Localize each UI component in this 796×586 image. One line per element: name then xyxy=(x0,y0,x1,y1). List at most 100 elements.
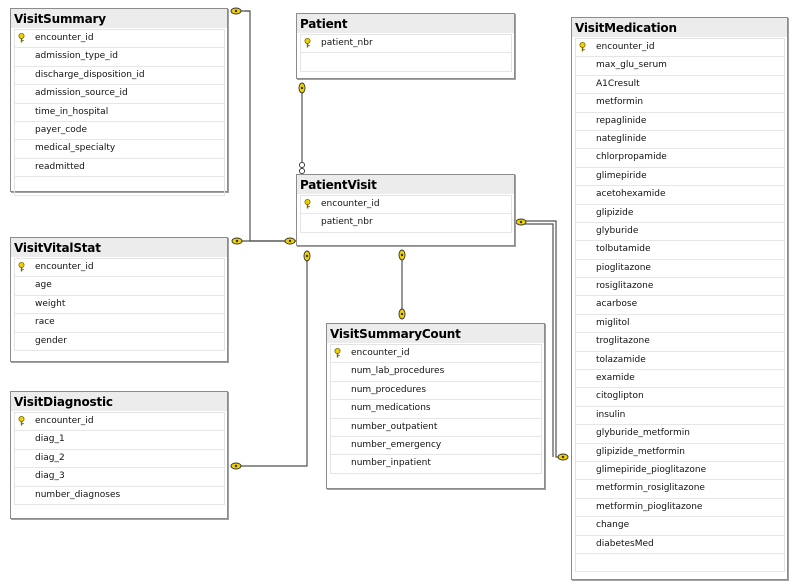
column-row[interactable]: repaglinide xyxy=(576,113,784,131)
column-row[interactable]: max_glu_serum xyxy=(576,57,784,76)
column-row[interactable]: admission_source_id xyxy=(15,85,224,104)
column-name: weight xyxy=(35,298,66,309)
column-row[interactable]: metformin xyxy=(576,94,784,113)
column-row[interactable]: diag_2 xyxy=(15,450,224,469)
column-row[interactable]: glipizide xyxy=(576,205,784,223)
column-row[interactable]: diabetesMed xyxy=(576,536,784,554)
table-visit-medication[interactable]: VisitMedication encounter_id max_glu_serum… xyxy=(571,17,788,580)
primary-key-row[interactable]: encounter_id xyxy=(576,39,784,58)
column-name: readmitted xyxy=(35,161,85,172)
table-title[interactable]: VisitSummary xyxy=(11,9,227,28)
column-name: glimepiride_pioglitazone xyxy=(596,464,707,475)
column-row[interactable]: glimepiride xyxy=(576,168,784,187)
column-row[interactable]: insulin xyxy=(576,407,784,426)
column-row[interactable]: glyburide_metformin xyxy=(576,425,784,444)
primary-key-row[interactable]: encounter_id xyxy=(15,30,224,49)
column-name: encounter_id xyxy=(35,416,94,426)
column-row[interactable]: tolazamide xyxy=(576,352,784,371)
column-row[interactable]: medical_specialty xyxy=(15,140,224,159)
column-name: glipizide xyxy=(596,207,634,218)
column-row[interactable]: weight xyxy=(15,296,224,315)
column-name: diag_2 xyxy=(35,452,65,463)
column-row[interactable]: metformin_rosiglitazone xyxy=(576,480,784,499)
column-row[interactable]: number_inpatient xyxy=(331,455,541,474)
table-title[interactable]: VisitSummaryCount xyxy=(327,324,544,343)
column-row[interactable]: gender xyxy=(15,333,224,351)
column-row[interactable]: number_diagnoses xyxy=(15,487,224,505)
primary-key-row[interactable]: encounter_id xyxy=(15,413,224,432)
table-title[interactable]: PatientVisit xyxy=(297,175,514,194)
primary-key-row[interactable]: encounter_id xyxy=(301,196,511,215)
column-name: num_medications xyxy=(351,403,431,414)
column-name: acarbose xyxy=(596,299,638,310)
column-row[interactable]: glimepiride_pioglitazone xyxy=(576,462,784,481)
primary-key-row[interactable]: encounter_id xyxy=(15,259,224,278)
column-row[interactable]: age xyxy=(15,277,224,296)
column-row[interactable]: nateglinide xyxy=(576,131,784,150)
column-row[interactable]: number_emergency xyxy=(331,437,541,456)
column-row[interactable]: examide xyxy=(576,370,784,389)
column-row[interactable]: time_in_hospital xyxy=(15,104,224,122)
column-row[interactable]: num_medications xyxy=(331,400,541,419)
column-row[interactable]: acetohexamide xyxy=(576,186,784,205)
column-row[interactable]: race xyxy=(15,314,224,333)
column-name: max_glu_serum xyxy=(596,60,667,71)
empty-row xyxy=(576,554,784,573)
column-name: repaglinide xyxy=(596,115,647,126)
column-name: discharge_disposition_id xyxy=(35,69,145,80)
column-row[interactable]: discharge_disposition_id xyxy=(15,67,224,86)
column-row[interactable]: miglitol xyxy=(576,315,784,334)
column-name: number_inpatient xyxy=(351,458,431,469)
column-row[interactable]: rosiglitazone xyxy=(576,278,784,297)
column-name: glimepiride xyxy=(596,170,647,181)
column-row[interactable]: A1Cresult xyxy=(576,76,784,95)
key-end-icon xyxy=(303,250,311,262)
column-row[interactable]: readmitted xyxy=(15,159,224,178)
column-row[interactable]: admission_type_id xyxy=(15,48,224,67)
column-name: patient_nbr xyxy=(321,38,373,48)
column-row[interactable]: chlorpropamide xyxy=(576,149,784,168)
column-row[interactable]: troglitazone xyxy=(576,333,784,352)
column-row[interactable]: diag_1 xyxy=(15,431,224,450)
column-row[interactable]: patient_nbr xyxy=(301,214,511,233)
column-row[interactable]: diag_3 xyxy=(15,468,224,487)
column-name: gender xyxy=(35,335,67,346)
column-name: tolbutamide xyxy=(596,244,651,255)
table-patient[interactable]: Patient patient_nbr xyxy=(296,13,515,79)
column-row[interactable]: acarbose xyxy=(576,296,784,315)
column-row[interactable]: payer_code xyxy=(15,122,224,141)
primary-key-row[interactable]: encounter_id xyxy=(331,345,541,364)
column-row[interactable]: change xyxy=(576,517,784,536)
table-title[interactable]: VisitMedication xyxy=(572,18,787,37)
column-name: diabetesMed xyxy=(596,538,654,549)
column-row[interactable]: citoglipton xyxy=(576,388,784,407)
table-title[interactable]: Patient xyxy=(297,14,514,33)
column-row[interactable]: num_lab_procedures xyxy=(331,363,541,382)
column-name: age xyxy=(35,280,52,291)
key-end-icon xyxy=(284,237,296,245)
column-row[interactable]: metformin_pioglitazone xyxy=(576,499,784,518)
table-title[interactable]: VisitDiagnostic xyxy=(11,392,227,411)
table-title[interactable]: VisitVitalStat xyxy=(11,238,227,257)
column-row[interactable]: tolbutamide xyxy=(576,241,784,260)
key-end-icon xyxy=(515,218,527,226)
column-row[interactable]: glyburide xyxy=(576,223,784,242)
column-row[interactable]: num_procedures xyxy=(331,382,541,401)
column-row[interactable]: pioglitazone xyxy=(576,260,784,279)
empty-row xyxy=(15,177,224,196)
link-visitdiagnostic-patientvisit xyxy=(236,255,308,467)
primary-key-row[interactable]: patient_nbr xyxy=(301,35,511,54)
column-name: diag_3 xyxy=(35,471,65,482)
column-row[interactable]: number_outpatient xyxy=(331,419,541,437)
column-row[interactable]: glipizide_metformin xyxy=(576,444,784,462)
column-name: race xyxy=(35,317,55,328)
empty-row xyxy=(301,53,511,72)
